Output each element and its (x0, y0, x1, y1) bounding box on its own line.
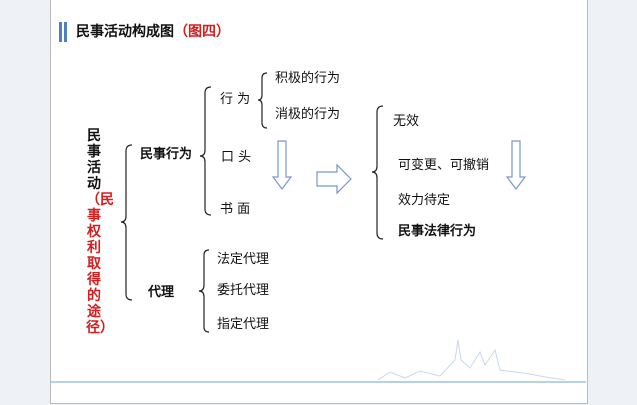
civil-activity-label: 民事活动（民事权利取得的途径） (86, 128, 114, 336)
civil-act-label: 民事行为 (140, 147, 193, 162)
conduct-brace (257, 72, 268, 129)
title-paren-close: ） (216, 24, 230, 40)
result-invalid: 无效 (393, 114, 420, 129)
acquisition-paren-close: ） (100, 320, 114, 336)
skyline-decoration (377, 339, 566, 381)
conduct-type-passive: 消极的行为 (275, 107, 341, 122)
results-down-arrow-icon (505, 140, 527, 190)
civil-act-brace (199, 86, 212, 216)
acquisition-paren-open: （ (86, 192, 100, 208)
agency-brace (198, 249, 210, 333)
acquisition-path-text: 民事权利取得的途径 (86, 192, 114, 336)
result-pending: 效力待定 (398, 193, 451, 208)
title-sub: 图四 (188, 24, 216, 40)
title-accent-bar-2 (64, 22, 67, 42)
main-brace (120, 144, 133, 301)
form-oral: 口 头 (221, 150, 252, 165)
agency-label: 代理 (148, 285, 175, 300)
result-voidable: 可变更、可撤销 (398, 158, 490, 173)
title-accent-bar (59, 22, 62, 42)
agency-type-designated: 指定代理 (217, 317, 270, 332)
form-written: 书 面 (220, 202, 251, 217)
down-arrow-icon (271, 140, 293, 190)
title-main: 民事活动构成图 (76, 24, 174, 40)
civil-activity-text: 民事活动 (87, 128, 101, 192)
results-brace (371, 105, 384, 240)
title-paren-open: （ (174, 24, 188, 40)
conduct-type-active: 积极的行为 (275, 71, 341, 86)
right-arrow-icon (316, 163, 352, 195)
agency-type-entrusted: 委托代理 (217, 283, 270, 298)
agency-type-statutory: 法定代理 (217, 252, 270, 267)
slide (50, 0, 588, 404)
slide-title: 民事活动构成图（图四） (76, 24, 230, 40)
result-civil-juristic-act: 民事法律行为 (398, 224, 477, 239)
form-conduct: 行 为 (220, 92, 251, 107)
